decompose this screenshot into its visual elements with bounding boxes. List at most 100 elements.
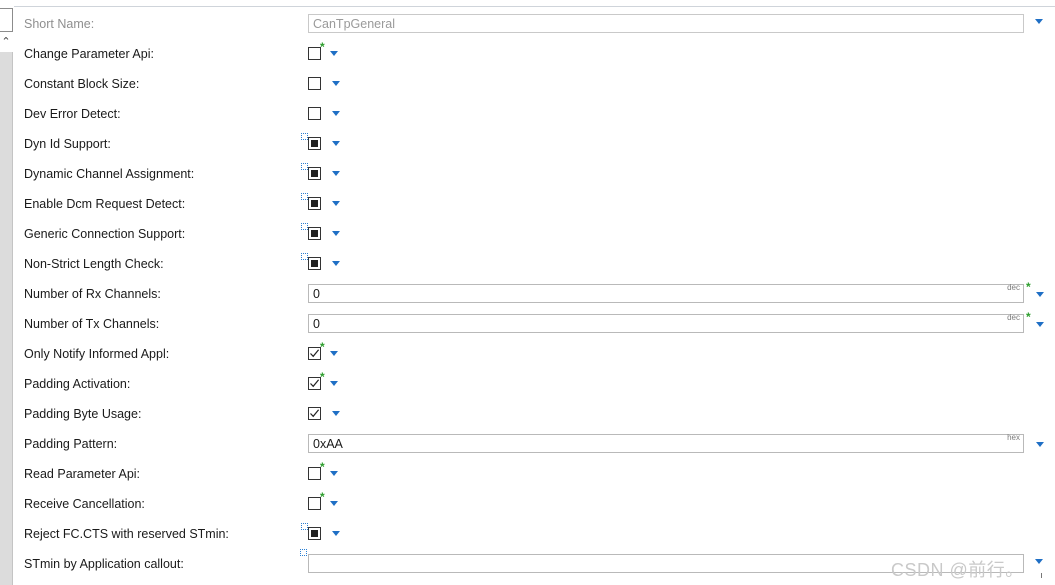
param-label: STmin by Application callout: [24,557,184,571]
number-of-rx-channels-input[interactable]: 0 dec [308,283,1024,303]
param-row-receive-cancellation: Receive Cancellation: * [0,489,1055,519]
dyn-id-support-checkbox[interactable] [308,137,321,150]
indeterminate-fill [311,530,318,537]
read-parameter-api-checkbox[interactable] [308,467,321,480]
number-of-tx-channels-input[interactable]: 0 dec [308,313,1024,333]
unit-label: dec [1007,283,1020,292]
derived-value-icon [301,253,308,260]
param-row-dev-error-detect: Dev Error Detect: [0,99,1055,129]
input-value: 0 [313,317,320,331]
top-border [14,6,1055,7]
dropdown-arrow-icon[interactable] [332,141,340,146]
constant-block-size-checkbox[interactable] [308,77,321,90]
param-label: Generic Connection Support: [24,227,186,241]
dev-error-detect-checkbox[interactable] [308,107,321,120]
param-label: Short Name: [24,17,95,31]
dropdown-arrow-icon[interactable] [1036,322,1044,327]
derived-value-icon [301,523,308,530]
param-row-generic-connection-support: Generic Connection Support: [0,219,1055,249]
param-label: Dyn Id Support: [24,137,111,151]
param-row-change-parameter-api: Change Parameter Api: * [0,39,1055,69]
short-name-input[interactable]: CanTpGeneral [308,14,1024,33]
input-value: CanTpGeneral [313,17,395,31]
modified-star-icon: * [320,370,325,384]
param-label: Constant Block Size: [24,77,140,91]
left-scrollbar[interactable] [0,52,13,585]
param-label: Padding Pattern: [24,437,118,451]
left-panel-header [0,8,13,32]
dropdown-arrow-icon[interactable] [332,231,340,236]
input-value: 0 [313,287,320,301]
derived-value-icon [300,549,307,556]
dropdown-arrow-icon[interactable] [332,81,340,86]
dynamic-channel-assignment-checkbox[interactable] [308,167,321,180]
param-label: Non-Strict Length Check: [24,257,164,271]
param-label: Padding Activation: [24,377,131,391]
reject-fc-cts-with-reserved-stmin-checkbox[interactable] [308,527,321,540]
param-row-short-name: Short Name: CanTpGeneral [0,9,1055,39]
change-parameter-api-checkbox[interactable] [308,47,321,60]
unit-label: dec [1007,313,1020,322]
dropdown-arrow-icon[interactable] [1036,292,1044,297]
param-row-reject-fc-cts-with-reserved-stmin: Reject FC.CTS with reserved STmin: [0,519,1055,549]
param-label: Receive Cancellation: [24,497,145,511]
dropdown-arrow-icon[interactable] [330,381,338,386]
modified-star-icon: * [320,340,325,354]
dropdown-arrow-icon[interactable] [1035,559,1043,564]
padding-byte-usage-checkbox[interactable] [308,407,321,420]
param-row-number-of-rx-channels: Number of Rx Channels: 0 dec * [0,279,1055,309]
dropdown-arrow-icon[interactable] [332,201,340,206]
param-row-number-of-tx-channels: Number of Tx Channels: 0 dec * [0,309,1055,339]
modified-star-icon: * [1026,310,1031,324]
param-row-dynamic-channel-assignment: Dynamic Channel Assignment: [0,159,1055,189]
dropdown-arrow-icon[interactable] [332,531,340,536]
indeterminate-fill [311,230,318,237]
only-notify-informed-appl-checkbox[interactable] [308,347,321,360]
stmin-by-application-callout-input[interactable] [308,554,1024,573]
dropdown-arrow-icon[interactable] [332,411,340,416]
param-row-constant-block-size: Constant Block Size: [0,69,1055,99]
param-label: Only Notify Informed Appl: [24,347,170,361]
param-row-read-parameter-api: Read Parameter Api:* [0,459,1055,489]
modified-star-icon: * [320,490,325,504]
dropdown-arrow-icon[interactable] [332,261,340,266]
param-row-dyn-id-support: Dyn Id Support: [0,129,1055,159]
param-row-stmin-by-application-callout: STmin by Application callout: [0,549,1055,579]
scroll-up-icon[interactable]: ⌃ [1,36,11,48]
dropdown-arrow-icon[interactable] [1036,442,1044,447]
param-label: Padding Byte Usage: [24,407,142,421]
dropdown-arrow-icon[interactable] [1035,19,1043,24]
enable-dcm-request-detect-checkbox[interactable] [308,197,321,210]
derived-value-icon [301,223,308,230]
non-strict-length-check-checkbox[interactable] [308,257,321,270]
param-label: Dev Error Detect: [24,107,121,121]
dropdown-arrow-icon[interactable] [330,501,338,506]
derived-value-icon [301,163,308,170]
dropdown-arrow-icon[interactable] [332,111,340,116]
dropdown-arrow-icon[interactable] [330,351,338,356]
generic-connection-support-checkbox[interactable] [308,227,321,240]
param-label: Change Parameter Api: [24,47,154,61]
padding-activation-checkbox[interactable] [308,377,321,390]
indeterminate-fill [311,200,318,207]
modified-star-icon: * [1026,280,1031,294]
param-label: Dynamic Channel Assignment: [24,167,195,181]
param-label: Number of Rx Channels: [24,287,161,301]
receive-cancellation-checkbox[interactable] [308,497,321,510]
dropdown-arrow-icon[interactable] [332,171,340,176]
param-label: Reject FC.CTS with reserved STmin: [24,527,229,541]
dropdown-arrow-icon[interactable] [330,51,338,56]
cursor-mark [1041,573,1042,578]
param-label: Enable Dcm Request Detect: [24,197,186,211]
param-label: Number of Tx Channels: [24,317,160,331]
param-row-enable-dcm-request-detect: Enable Dcm Request Detect: [0,189,1055,219]
dropdown-arrow-icon[interactable] [330,471,338,476]
watermark: CSDN @前行。 [891,560,1024,580]
param-row-padding-activation: Padding Activation: * [0,369,1055,399]
derived-value-icon [301,193,308,200]
derived-value-icon [301,133,308,140]
modified-star-icon: * [320,40,325,54]
modified-star-icon: * [320,460,325,474]
